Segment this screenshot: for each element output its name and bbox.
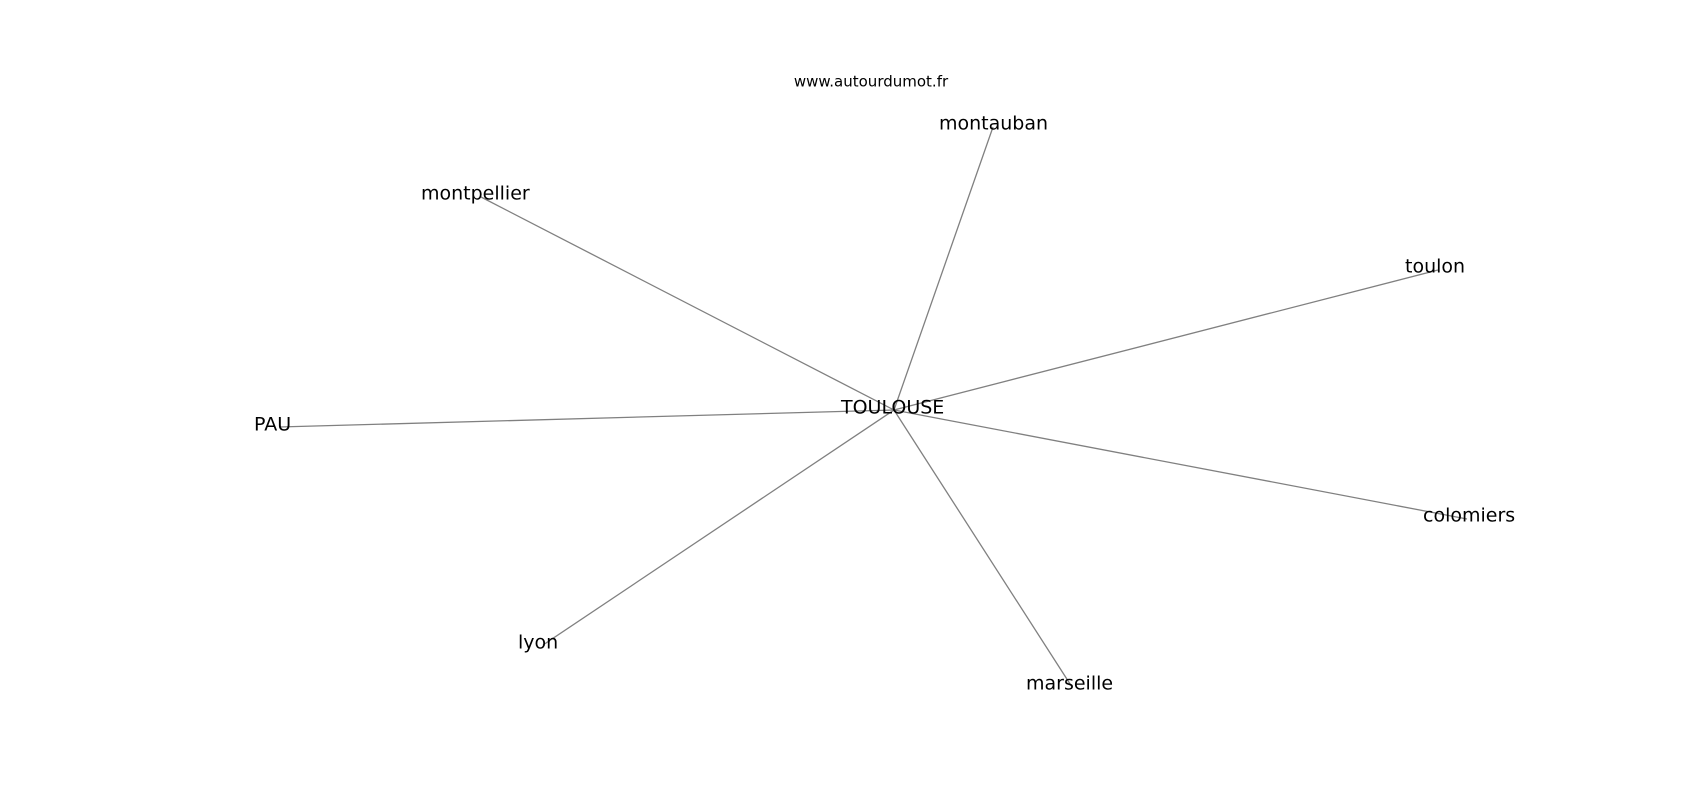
edge-toulouse-montauban (893, 126, 994, 411)
graph-edges (278, 126, 1468, 688)
edge-toulouse-marseille (893, 409, 1073, 688)
edge-toulouse-montpellier (480, 196, 895, 411)
edge-toulouse-pau (278, 409, 895, 428)
node-label-colomiers[interactable]: colomiers (1423, 505, 1515, 527)
edge-toulouse-toulon (893, 269, 1439, 411)
edge-toulouse-colomiers (893, 409, 1468, 520)
node-label-toulouse[interactable]: TOULOUSE (840, 397, 944, 419)
node-label-lyon[interactable]: lyon (518, 632, 558, 654)
node-label-pau[interactable]: PAU (254, 414, 291, 436)
watermark-text: www.autourdumot.fr (794, 73, 949, 91)
node-label-montauban[interactable]: montauban (939, 113, 1048, 135)
edge-toulouse-lyon (542, 409, 895, 646)
graph-nodes: TOULOUSE montauban montpellier toulon PA… (254, 113, 1515, 695)
node-label-montpellier[interactable]: montpellier (421, 183, 530, 205)
node-label-marseille[interactable]: marseille (1026, 673, 1113, 695)
node-label-toulon[interactable]: toulon (1405, 256, 1465, 278)
